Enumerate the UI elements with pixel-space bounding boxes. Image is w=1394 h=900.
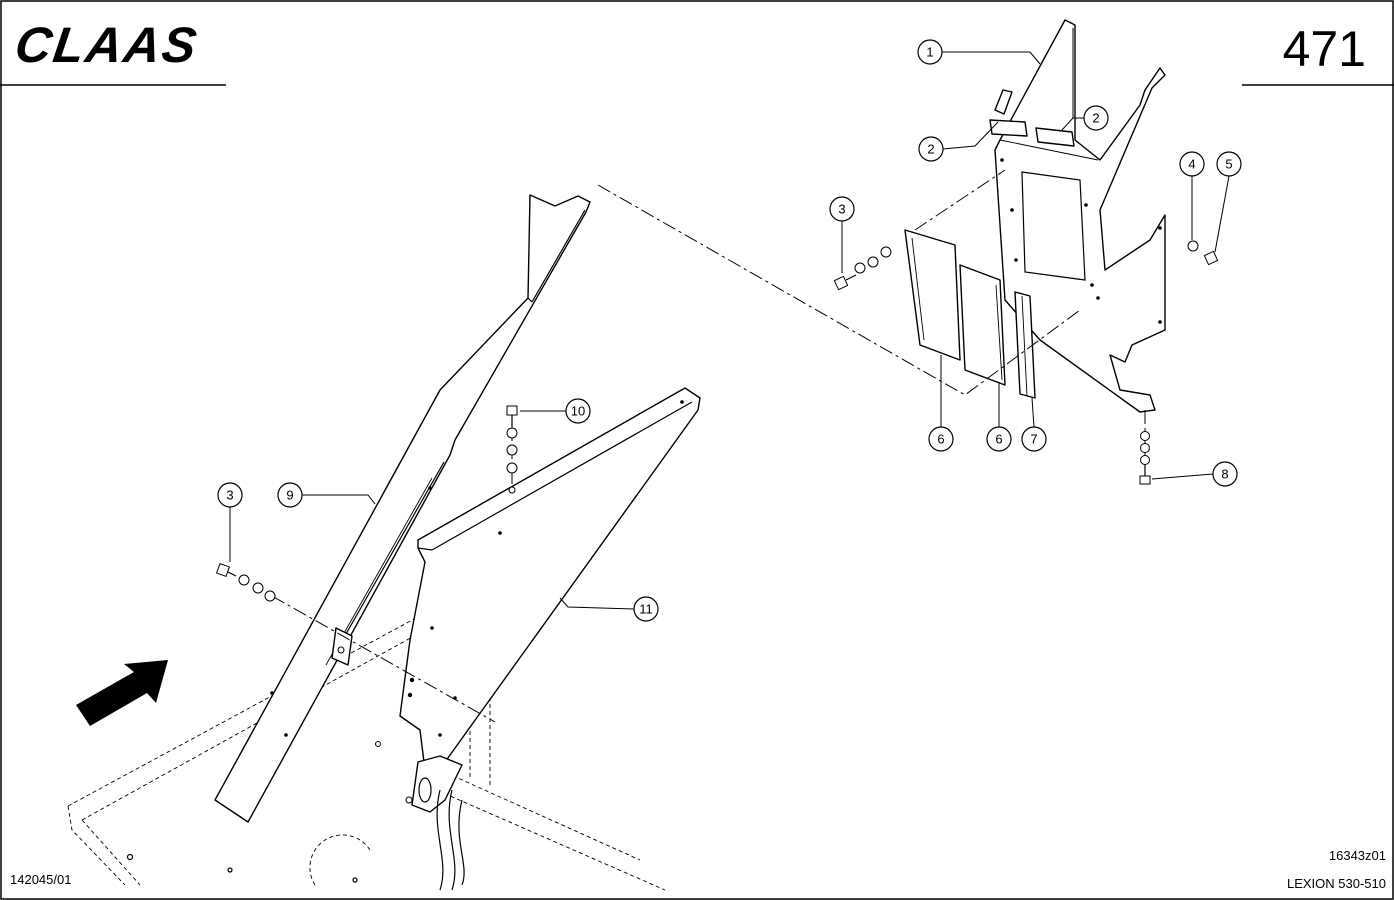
callout-1: 1 xyxy=(917,39,943,65)
svg-text:3: 3 xyxy=(226,488,233,503)
lower-bracket xyxy=(375,741,465,891)
callout-11: 11 xyxy=(633,596,659,622)
callout-9: 9 xyxy=(277,482,303,508)
callout-2-top: 2 xyxy=(1083,105,1109,131)
background-frame xyxy=(67,577,666,891)
drawing-id: 16343z01 xyxy=(1329,848,1386,863)
svg-text:7: 7 xyxy=(1030,432,1037,447)
bolt-set-3-upper xyxy=(833,246,892,291)
plate-part-6-b xyxy=(959,264,1006,386)
model-label: LEXION 530-510 xyxy=(1287,876,1386,891)
callout-6-b: 6 xyxy=(986,426,1012,452)
svg-text:9: 9 xyxy=(286,488,293,503)
bolt-set-10 xyxy=(506,405,518,474)
callout-3-lower: 3 xyxy=(217,482,243,508)
claas-logo: CLAAS xyxy=(12,17,202,73)
assembly-line-lower xyxy=(271,595,496,723)
bolt-set-3-lower xyxy=(215,562,276,602)
callout-4: 4 xyxy=(1179,151,1205,177)
bracket-part-1 xyxy=(994,19,1166,413)
svg-text:6: 6 xyxy=(995,432,1002,447)
callout-6-a: 6 xyxy=(928,426,954,452)
svg-text:1: 1 xyxy=(926,45,933,60)
bolt-part-5 xyxy=(1203,250,1219,266)
svg-text:5: 5 xyxy=(1225,157,1232,172)
callout-2-left: 2 xyxy=(918,136,944,162)
svg-text:4: 4 xyxy=(1188,157,1195,172)
callout-10: 10 xyxy=(565,398,591,424)
leader-lines xyxy=(229,28,1230,610)
svg-text:2: 2 xyxy=(927,142,934,157)
plate-part-6-a xyxy=(904,229,961,361)
svg-text:10: 10 xyxy=(571,404,585,419)
assembly-line-plate xyxy=(914,169,1006,231)
beam-part-9 xyxy=(214,194,591,823)
callout-8: 8 xyxy=(1212,461,1238,487)
document-reference: 142045/01 xyxy=(10,872,71,887)
svg-text:8: 8 xyxy=(1221,467,1228,482)
strip-part-7 xyxy=(1014,291,1036,399)
callout-5: 5 xyxy=(1216,151,1242,177)
svg-text:3: 3 xyxy=(838,202,845,217)
svg-text:6: 6 xyxy=(937,432,944,447)
assembly-line-upper xyxy=(597,184,1081,396)
callout-7: 7 xyxy=(1021,426,1047,452)
direction-arrow-icon xyxy=(76,660,168,726)
bolt-set-8 xyxy=(1139,431,1151,485)
washer-part-4 xyxy=(1187,240,1199,252)
panel-part-11 xyxy=(399,387,701,771)
svg-text:2: 2 xyxy=(1092,111,1099,126)
page-number: 471 xyxy=(1283,21,1366,77)
clip-part-2-b xyxy=(1035,127,1075,147)
callout-3-upper: 3 xyxy=(829,196,855,222)
svg-text:11: 11 xyxy=(639,602,653,617)
